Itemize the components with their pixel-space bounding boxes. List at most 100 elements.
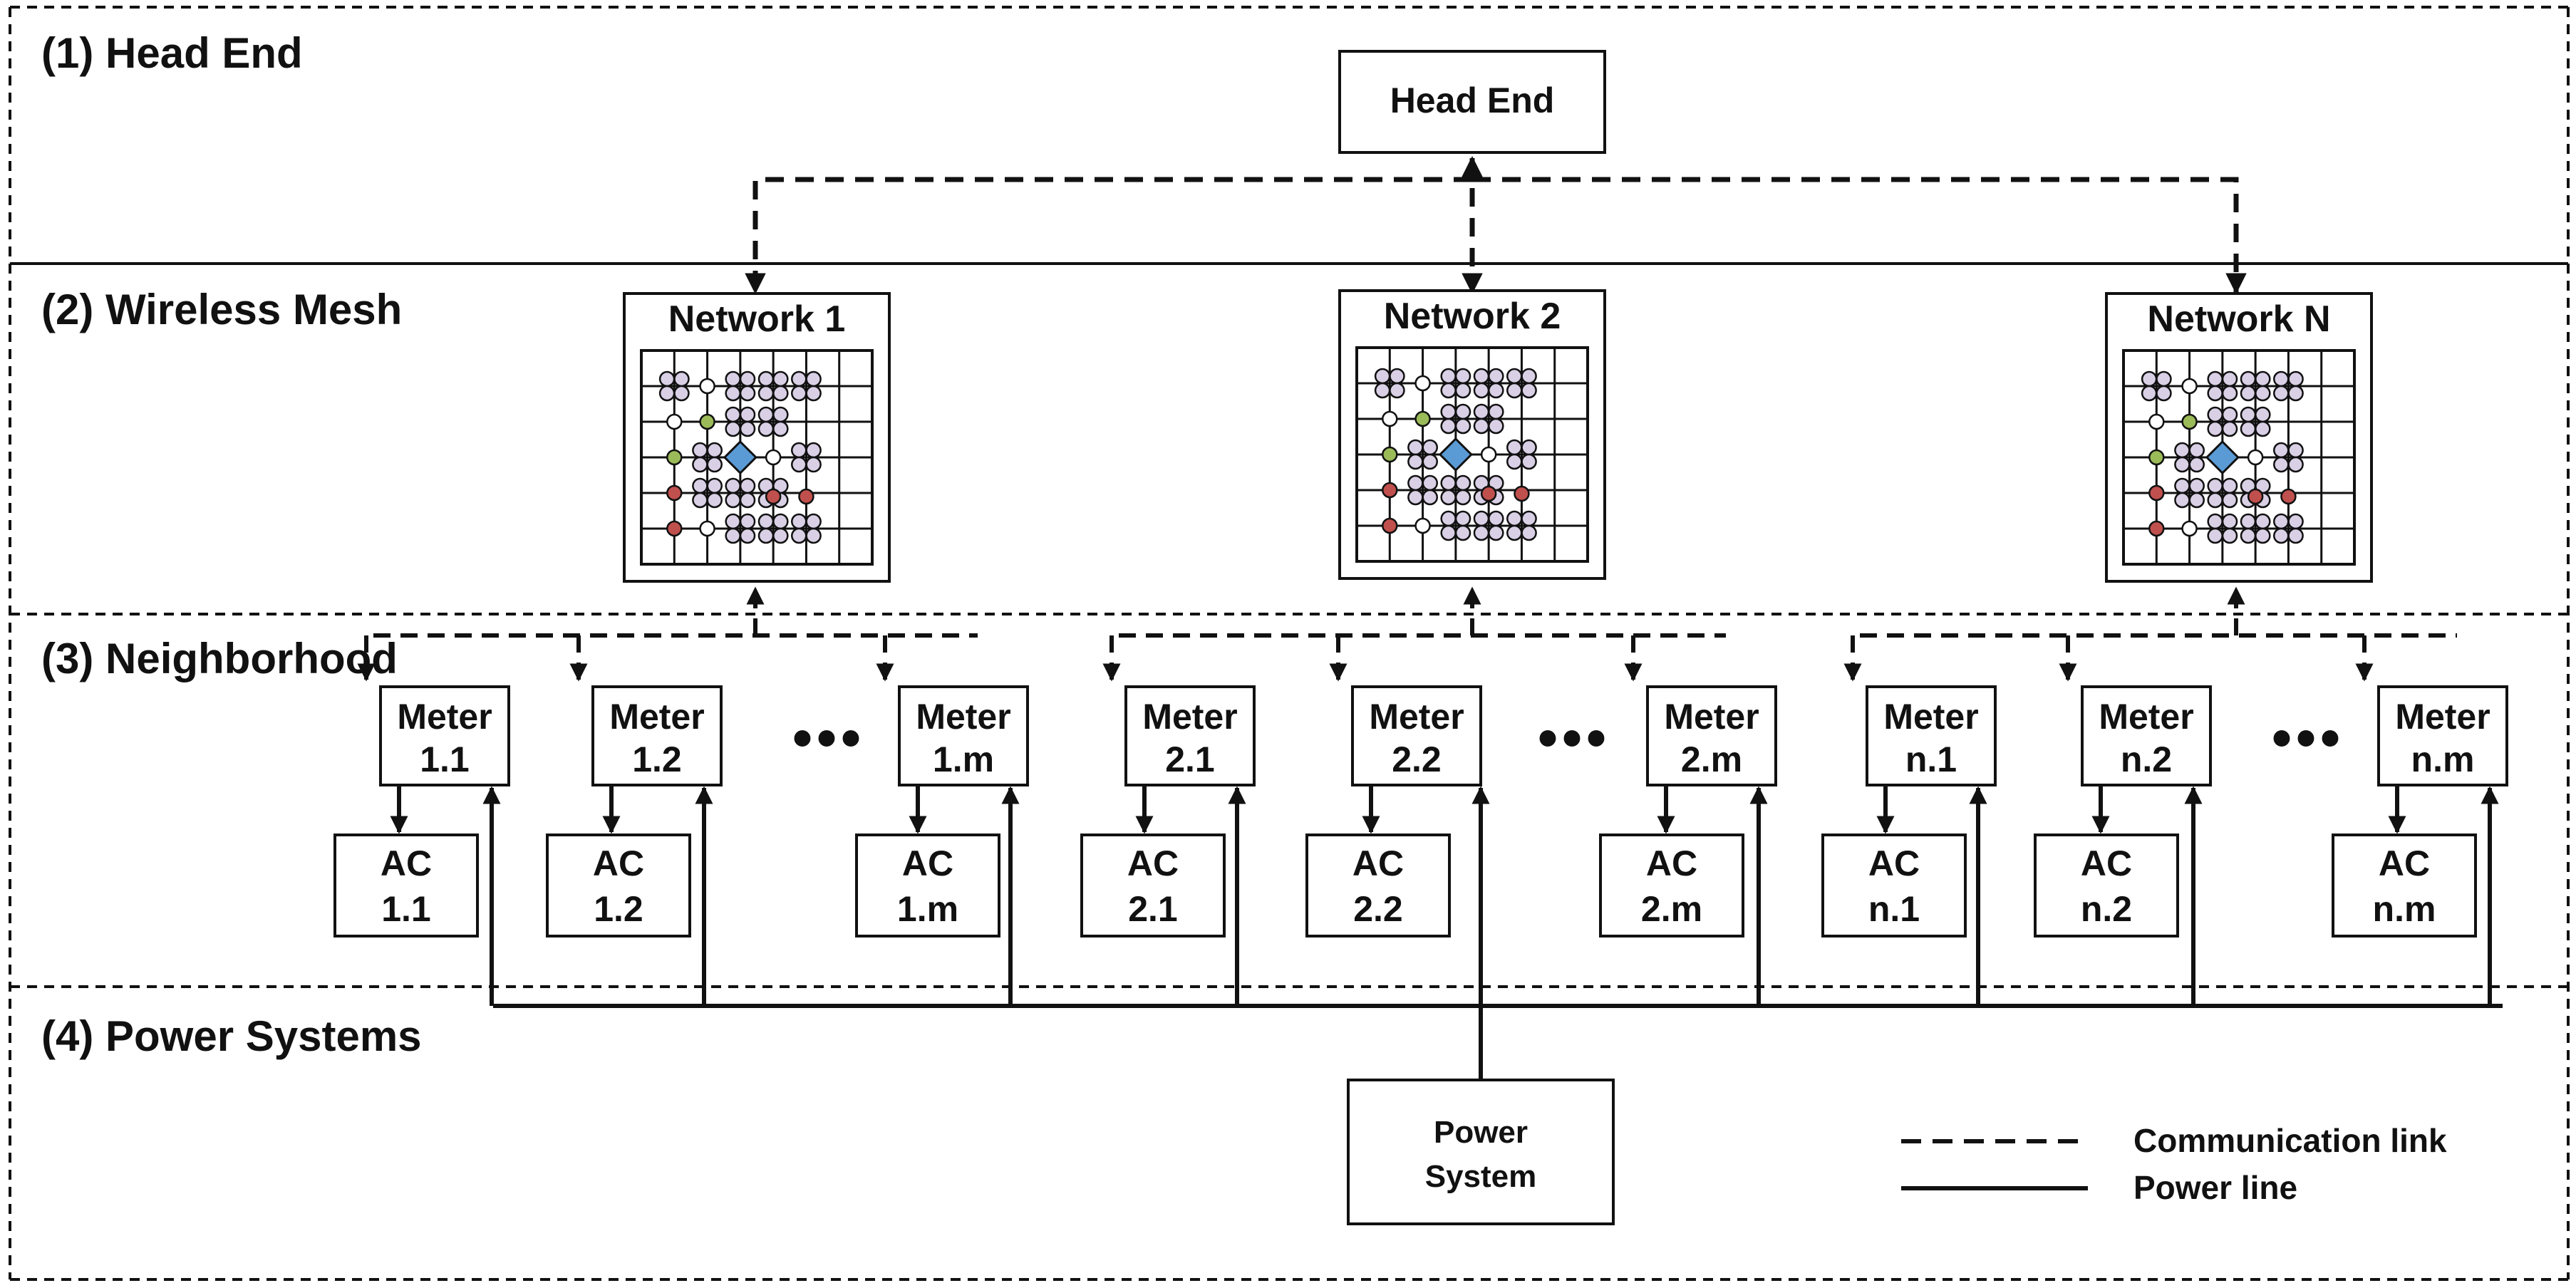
mesh-node [673,385,690,402]
gateway-node [1438,437,1473,472]
ac-1.m-box [855,833,1000,938]
mesh-node [739,492,756,509]
comm-link-network-1 [745,177,1472,294]
mesh-node [2287,456,2304,473]
ac-1.2-box [546,833,691,938]
ac-2.2-id: 2.2 [1353,889,1403,929]
mesh-node [1422,489,1439,506]
power-bus [482,786,2503,1080]
gateway-node [723,440,757,475]
mesh-node [1414,375,1431,392]
mesh-node [706,492,723,509]
mesh-node [2247,449,2264,466]
mesh-node [1454,417,1471,435]
meter-1.m-label: Meter [916,697,1011,737]
comm-links-group-1 [357,586,978,682]
mesh-node [805,527,822,544]
ac-2.1-id: 2.1 [1128,889,1178,929]
mesh-node [1382,410,1398,427]
network-2-label: Network 2 [1383,296,1561,337]
meter-2.1-box [1124,685,1256,786]
ac-2.2-label: AC [1352,843,1405,883]
mesh-node [1389,382,1405,399]
meter-n.1-id: n.1 [1905,739,1957,779]
ac-2.1-box [1080,833,1226,938]
mesh-node [1454,524,1471,541]
ellipsis-group-n: ••• [2272,706,2345,769]
mesh-node [2255,527,2271,544]
layer-label-head-end: (1) Head End [41,29,303,77]
mesh-node [2280,488,2297,505]
ellipsis-group-1: ••• [792,706,866,769]
ac-n.m-label: AC [2378,843,2431,883]
mesh-node [666,520,683,537]
mesh-node [2148,520,2165,537]
mesh-node [2181,520,2198,537]
mesh-node [1422,453,1439,470]
mesh-node [1488,524,1504,541]
ac-1.2-label: AC [592,843,645,883]
layer-label-neighborhood: (3) Neighborhood [41,635,398,682]
mesh-node [1514,485,1530,502]
mesh-node [2181,378,2198,395]
headend-network-links [745,156,2247,294]
mesh-node [1521,382,1537,399]
ac-n.1-label: AC [1868,843,1920,883]
network-2-box [1338,289,1606,580]
meter-n.2-id: n.2 [2120,739,2173,779]
meter-1.2-box [591,685,723,786]
power-system-label-line1: Power [1433,1115,1528,1150]
ac-1.1-id: 1.1 [381,889,431,929]
meter-2.m-id: 2.m [1680,739,1743,779]
mesh-node [706,456,723,473]
meter-n.1-box [1866,685,1997,786]
meter-n.m-box [2377,685,2508,786]
ac-n.2-box [2034,833,2179,938]
mesh-node [2221,527,2238,544]
mesh-node [772,385,789,402]
meter-n.m-id: n.m [2411,739,2475,779]
network-n-box [2105,292,2373,583]
ac-1.m-id: 1.m [896,889,959,929]
mesh-node [699,378,715,395]
meter-2.2-id: 2.2 [1392,739,1442,779]
mesh-node [2156,385,2172,402]
meter-2.2-label: Meter [1369,697,1464,737]
legend-power-line-label: Power line [2133,1169,2298,1206]
network-1-label: Network 1 [668,298,846,340]
ac-2.1-label: AC [1127,843,1179,883]
comm-links-group-3 [1843,586,2457,682]
mesh-node [2255,420,2271,437]
meter-2.2-box [1351,685,1482,786]
mesh-nodes [2141,370,2304,544]
mesh-node [805,456,822,473]
ac-n.m-id: n.m [2372,889,2436,929]
mesh-node [1414,517,1431,534]
mesh-nodes [1374,368,1537,541]
ac-2.m-id: 2.m [1640,889,1703,929]
mesh-node [2221,492,2238,509]
mesh-node [2188,456,2205,473]
power-system-label-line2: System [1424,1159,1537,1194]
ac-n.2-label: AC [2080,843,2133,883]
mesh-node [2148,413,2165,430]
mesh-node [1480,485,1497,502]
meter-n.m-label: Meter [2395,697,2490,737]
mesh-node [2148,449,2165,466]
mesh-node [1382,482,1398,499]
neighborhood-devices [333,685,2508,938]
mesh-node [666,413,683,430]
meter-n.2-box [2081,685,2212,786]
mesh-node [2181,413,2198,430]
comm-link-network-n [1472,177,2247,294]
legend [1901,1139,2088,1190]
power-lines [482,786,2503,1080]
meter-1.m-id: 1.m [932,739,995,779]
mesh-node [2221,420,2238,437]
mesh-node [1454,489,1471,506]
mesh-node [798,488,814,505]
meter-1.1-id: 1.1 [420,739,470,779]
head-end-label: Head End [1390,80,1555,120]
mesh-node [1382,517,1398,534]
